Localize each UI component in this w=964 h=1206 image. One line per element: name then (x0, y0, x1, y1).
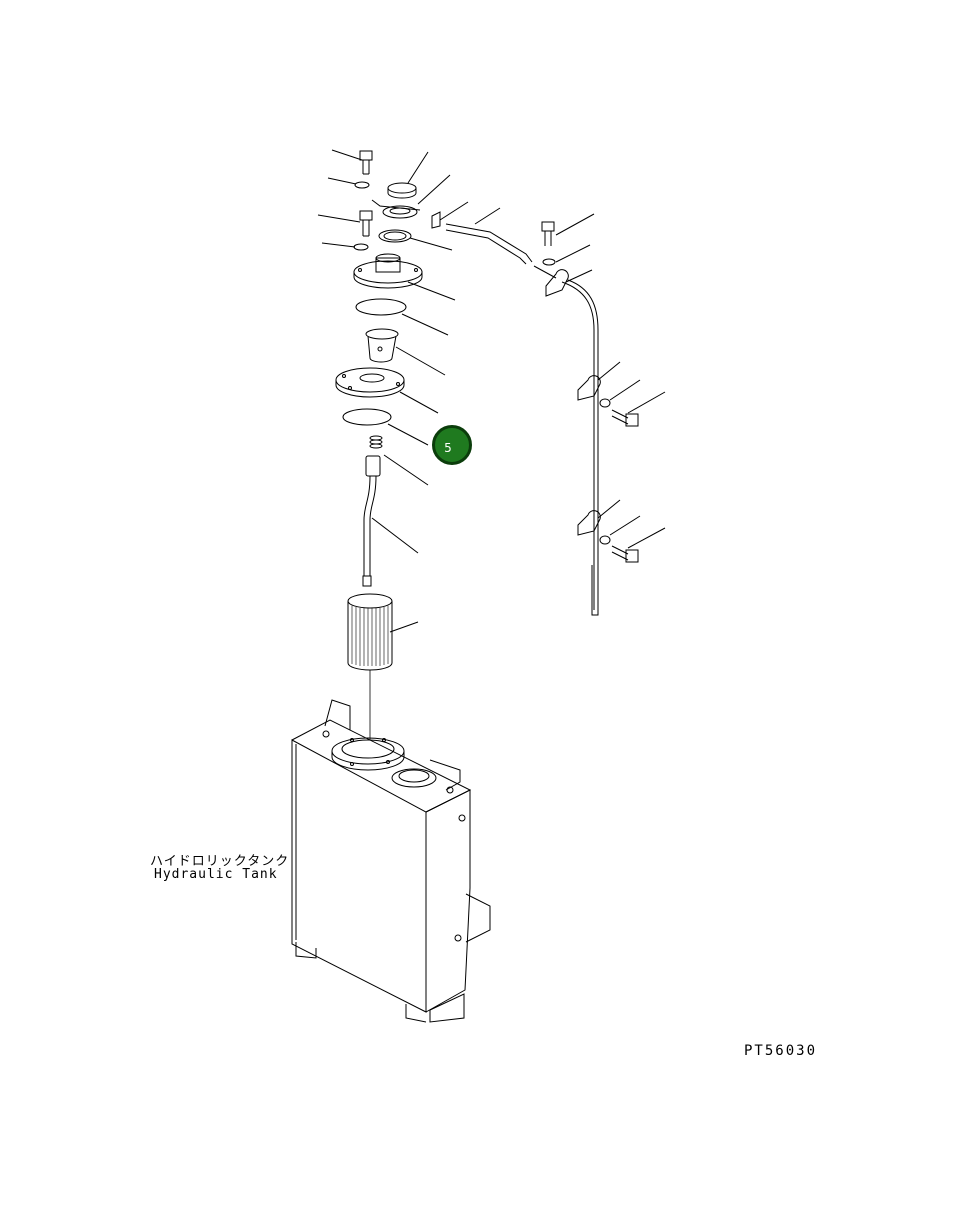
bolt-r3 (612, 546, 638, 562)
bolt-2 (360, 211, 372, 236)
callout-number: 5 (444, 441, 452, 455)
breather-hose (446, 224, 598, 615)
hydraulic-tank (292, 700, 490, 1022)
washer-r2 (600, 399, 610, 407)
gasket-2 (343, 409, 391, 425)
filler-neck-flange (354, 254, 422, 288)
part-callout-5[interactable]: 5 (432, 425, 472, 465)
bolt-r1 (542, 222, 554, 246)
clamp-top (546, 270, 568, 296)
gasket-1 (356, 299, 406, 315)
clamp-lower (578, 511, 600, 535)
bolt-1 (360, 151, 372, 174)
strainer (366, 329, 398, 362)
tank-label-english: Hydraulic Tank (154, 867, 278, 882)
washer-r1 (543, 259, 555, 265)
bolt-r2 (612, 410, 638, 426)
filler-cap (388, 183, 416, 198)
filter-element (348, 594, 392, 740)
leader-lines (318, 150, 665, 632)
washer-2 (354, 244, 368, 250)
hose-clip-top (432, 212, 440, 228)
washer-1 (355, 182, 369, 188)
filter-head-flange (336, 368, 404, 397)
drawing-code: PT56030 (744, 1043, 818, 1059)
filter-rod (363, 456, 380, 586)
spring (370, 436, 382, 448)
washer-r3 (600, 536, 610, 544)
o-ring-upper (379, 230, 411, 242)
cap-ring (372, 200, 420, 218)
clamp-middle (578, 376, 600, 400)
tank-label-japanese: ハイドロリックタンク (150, 854, 290, 869)
